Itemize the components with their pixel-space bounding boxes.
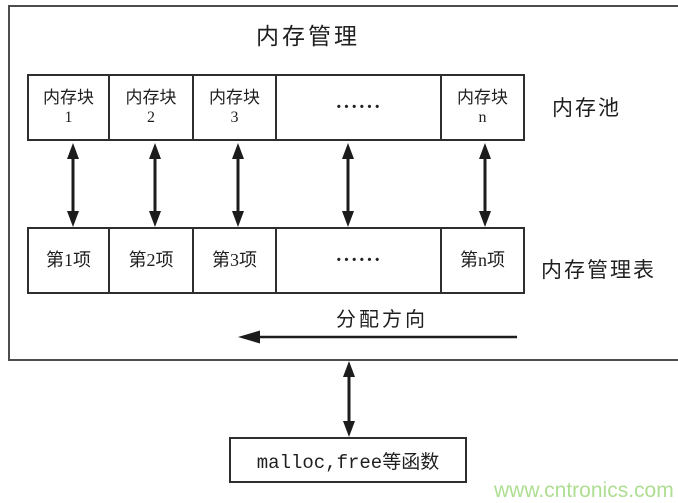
cell-label: 内存块 <box>209 87 260 107</box>
memory-block-cell-2: 内存块 2 <box>108 74 194 141</box>
ellipsis-text: ······ <box>335 96 382 118</box>
cell-index: 3 <box>230 109 239 127</box>
double-arrow-icon <box>342 143 354 227</box>
memory-block-cell-3: 内存块 3 <box>192 74 277 141</box>
management-table-row: 第1项 第2项 第3项 ······ 第n项 <box>27 227 525 294</box>
table-item-cell-2: 第2项 <box>108 227 194 294</box>
double-arrow-icon <box>479 143 491 227</box>
double-arrow-icon <box>67 143 79 227</box>
malloc-free-function-box: malloc,free等函数 <box>229 437 467 483</box>
diagram-title: 内存管理 <box>256 24 360 49</box>
memory-block-cell-ellipsis: ······ <box>275 74 442 141</box>
cell-label: 第n项 <box>460 250 505 271</box>
cell-index: 1 <box>64 109 73 127</box>
table-item-cell-ellipsis: ······ <box>275 227 442 294</box>
table-item-cell-3: 第3项 <box>192 227 277 294</box>
double-arrow-icon <box>343 361 355 437</box>
cell-label: 内存块 <box>43 87 94 107</box>
left-arrow-icon <box>238 330 517 344</box>
allocation-direction-label: 分配方向 <box>336 309 428 331</box>
table-item-cell-n: 第n项 <box>440 227 525 294</box>
cell-label: 第3项 <box>212 250 257 271</box>
memory-block-cell-n: 内存块 n <box>440 74 525 141</box>
management-table-label: 内存管理表 <box>541 258 656 282</box>
table-item-cell-1: 第1项 <box>27 227 110 294</box>
function-box-label: malloc,free等函数 <box>256 451 440 474</box>
outer-frame <box>8 5 678 361</box>
cell-label: 第2项 <box>128 250 174 271</box>
double-arrow-icon <box>232 143 244 227</box>
memory-block-cell-1: 内存块 1 <box>27 74 110 141</box>
memory-pool-label: 内存池 <box>552 96 621 120</box>
cell-index: 2 <box>147 109 155 127</box>
cell-label: 第1项 <box>46 250 91 271</box>
cell-index: n <box>478 109 487 127</box>
cell-label: 内存块 <box>125 87 177 107</box>
double-arrow-icon <box>149 143 161 227</box>
watermark-text: www.cntronics.com <box>494 479 674 502</box>
ellipsis-text: ······ <box>335 249 382 271</box>
cell-label: 内存块 <box>457 87 508 107</box>
memory-pool-row: 内存块 1 内存块 2 内存块 3 ······ 内存块 n <box>27 74 525 141</box>
